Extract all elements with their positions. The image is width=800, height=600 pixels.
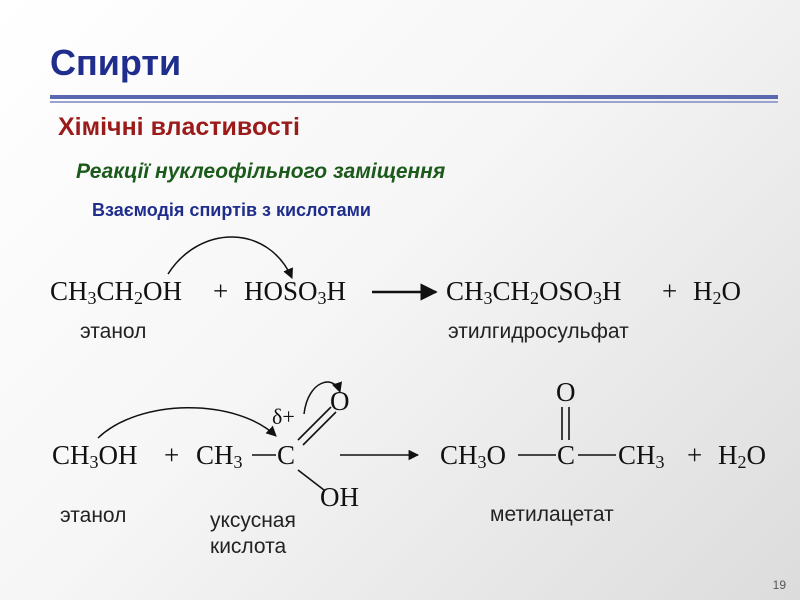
r1-reactant-sulfuric-acid: HOSO3H: [244, 276, 347, 308]
r2-product-water: H2O: [718, 440, 766, 472]
r2-curved-arrow-nucleophile: [97, 407, 277, 439]
title-divider: [50, 95, 778, 99]
r2-acid-carbon: C: [277, 440, 296, 470]
r2-delta-plus-charge: δ+: [272, 404, 295, 429]
r2-label-methyl-acetate: метилацетат: [490, 503, 614, 526]
slide-number: 19: [772, 578, 786, 592]
r2-plus-sign-2: +: [687, 440, 703, 470]
r1-plus-sign-2: +: [662, 276, 678, 306]
r1-label-ethanol: этанол: [80, 320, 147, 343]
r2-plus-sign: +: [164, 440, 180, 470]
r2-product-methyl: CH3: [618, 440, 665, 472]
r2-reactant-methanol: CH3OH: [52, 440, 138, 472]
topic-heading: Взаємодія спиртів з кислотами: [92, 200, 371, 220]
r1-curved-arrow: [167, 236, 293, 279]
slide-title: Спирти: [50, 42, 182, 83]
r2-product-methoxy: CH3O: [440, 440, 507, 472]
section-heading: Хімічні властивості: [58, 113, 300, 141]
r1-label-product: этилгидросульфат: [448, 320, 629, 343]
r2-label-ethanol: этанол: [60, 504, 127, 527]
r2-product-carbon: C: [557, 440, 576, 470]
r1-plus-sign: +: [213, 276, 229, 306]
r2-product-carbonyl-oxygen: O: [556, 377, 576, 407]
title-divider-thin: [50, 101, 778, 103]
r1-product-ethyl-hydrosulfate: CH3CH2OSO3H: [446, 276, 622, 308]
r2-acid-hydroxyl: OH: [320, 482, 359, 512]
r1-product-water: H2O: [693, 276, 741, 308]
r2-acid-carbonyl-oxygen: O: [330, 386, 350, 416]
subsection-heading: Реакції нуклеофільного заміщення: [76, 160, 446, 183]
r2-label-acetic-acid: уксусная кислота: [210, 509, 296, 558]
r2-acid-methyl-group: CH3: [196, 440, 243, 472]
r2-acid-double-bond-a: [297, 406, 332, 441]
r1-reactant-ethanol: CH3CH2OH: [50, 276, 183, 308]
